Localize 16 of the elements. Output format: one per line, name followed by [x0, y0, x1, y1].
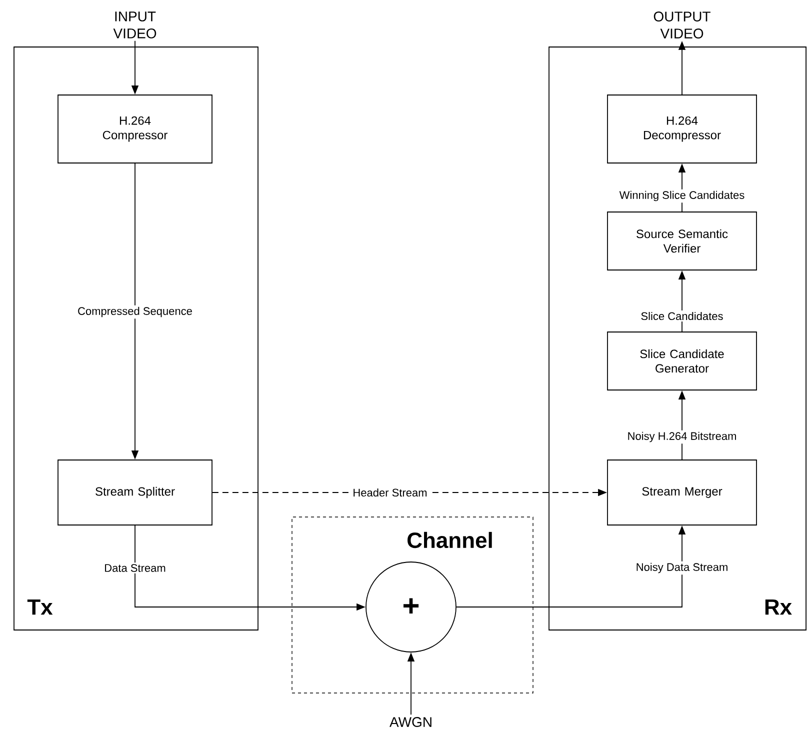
edge-label: Slice Candidates — [639, 310, 725, 322]
signal-label: OUTPUT VIDEO — [654, 12, 710, 38]
edge-label: Data Stream — [102, 562, 168, 574]
signal-label: AWGN — [390, 717, 432, 727]
process-box: H.264 Compressor — [58, 94, 212, 164]
process-box: Slice Candidate Generator — [607, 332, 757, 390]
edge-label: Noisy Data Stream — [634, 561, 730, 575]
process-box: Source Semantic Verifier — [607, 212, 757, 270]
signal-label: INPUT VIDEO — [113, 12, 156, 38]
edge-label: Compressed Sequence — [76, 305, 194, 319]
edge-label: Winning Slice Candidates — [618, 189, 746, 203]
process-box: Stream Splitter — [58, 460, 212, 526]
edge-label: Header Stream — [351, 486, 429, 498]
process-box: Stream Merger — [607, 460, 757, 526]
edge-label: Noisy H.264 Bitstream — [626, 430, 738, 444]
process-box: H.264 Decompressor — [607, 94, 757, 164]
